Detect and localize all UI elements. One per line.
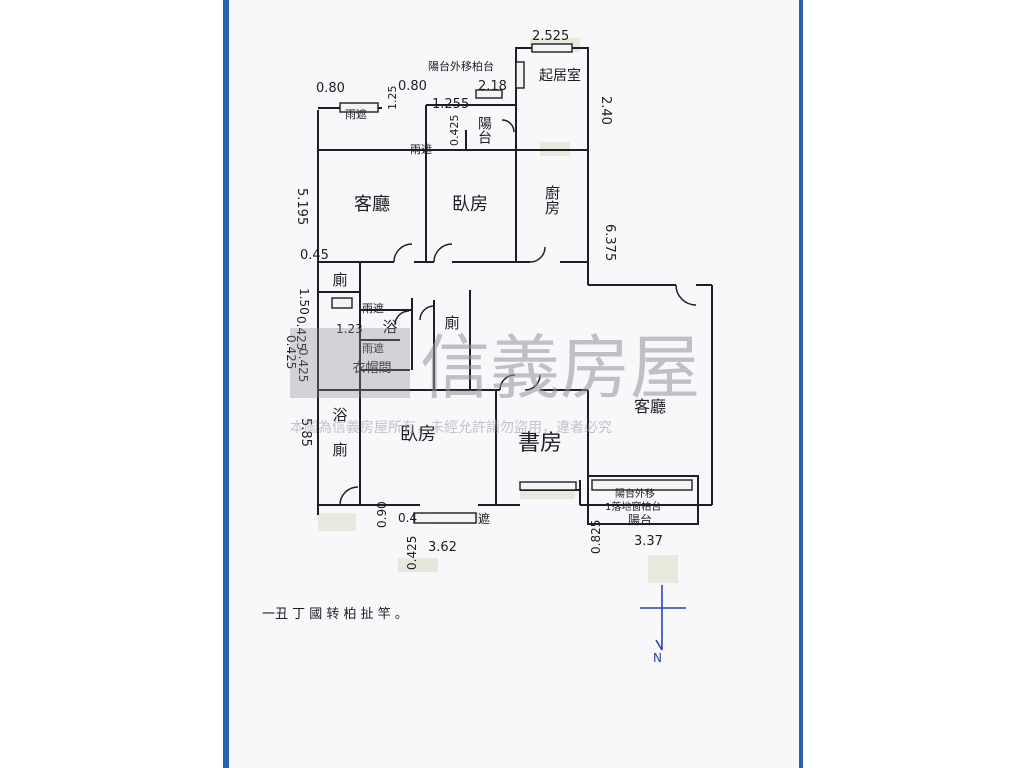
watermark-logo-icon bbox=[290, 328, 410, 398]
walls bbox=[317, 47, 713, 525]
north-label: N bbox=[653, 651, 662, 665]
dimension-label: 0.45 bbox=[300, 248, 329, 263]
north-arrow-icon bbox=[640, 585, 686, 651]
dimension-label: 0.425 bbox=[284, 335, 298, 369]
rain-shelter-note: 雨遮 bbox=[362, 341, 384, 355]
dimension-label: 5.85 bbox=[298, 418, 313, 447]
footer-note: 一丑 丁 國 转 柏 扯 竿 。 bbox=[262, 606, 408, 622]
rain-shelter-note: 雨遮 bbox=[345, 107, 367, 121]
dimension-label: 5.195 bbox=[294, 188, 309, 225]
room-label: 陽台 bbox=[476, 116, 492, 144]
room-label: 臥房 bbox=[400, 424, 436, 445]
dimension-label: 1.255 bbox=[432, 97, 469, 112]
dimension-label: 0.80 bbox=[398, 79, 427, 94]
room-label: 衣帽間 bbox=[352, 360, 391, 376]
balcony-note: 陽台外移 bbox=[615, 487, 655, 500]
dimension-label: 0.425 bbox=[296, 348, 310, 382]
dimension-label: 1.25 bbox=[386, 86, 399, 111]
dimension-label: 0.90 bbox=[375, 501, 389, 528]
room-label: 廁 bbox=[444, 314, 459, 332]
dimension-label: 6.375 bbox=[602, 224, 617, 261]
room-label: 臥房 bbox=[452, 194, 488, 215]
room-label: 廁 bbox=[332, 271, 347, 289]
dimension-label: 0.80 bbox=[316, 81, 345, 96]
dimension-label: 0.4 bbox=[398, 511, 417, 525]
watermark: 信義房屋 本圖為信義房屋所有，未經允許請勿盜用，違者必究 bbox=[290, 327, 700, 436]
balcony-note: 1落地窗柏台 bbox=[605, 500, 661, 513]
balcony-note: 陽台外移柏台 bbox=[428, 59, 494, 73]
windows bbox=[331, 43, 693, 524]
dimension-label: 3.62 bbox=[428, 540, 457, 555]
room-label: 書房 bbox=[518, 431, 562, 456]
dimension-label: 2.18 bbox=[478, 79, 507, 94]
room-label: 客廳 bbox=[354, 194, 390, 215]
room-label: 廁 bbox=[332, 441, 347, 459]
dimension-label: 3.37 bbox=[634, 534, 663, 549]
room-label: 陽台 bbox=[628, 512, 652, 527]
dimension-label: 2.40 bbox=[598, 96, 613, 125]
dimension-label: 1.50 bbox=[297, 288, 311, 315]
watermark-brand: 信義房屋 bbox=[420, 327, 700, 409]
dimension-label: 0.825 bbox=[589, 520, 603, 554]
room-label: 浴 bbox=[382, 318, 397, 336]
room-label: 起居室 bbox=[539, 67, 581, 84]
door-swings bbox=[339, 119, 697, 506]
room-label: 浴 bbox=[332, 406, 347, 424]
room-label: 客廳 bbox=[634, 397, 666, 416]
rain-shelter-note: 雨遮 bbox=[362, 301, 384, 315]
rain-shelter-note: 遮 bbox=[478, 511, 490, 526]
dimension-label: 0.425 bbox=[405, 536, 419, 570]
dimension-label: 0.425 bbox=[294, 316, 308, 350]
dimension-label: 1.23 bbox=[336, 322, 363, 336]
dimension-label: 2.525 bbox=[532, 29, 569, 44]
room-label: 廚房 bbox=[543, 184, 561, 215]
dimension-label: 0.425 bbox=[448, 115, 461, 147]
rain-shelter-note: 雨遮 bbox=[410, 142, 432, 156]
watermark-notice: 本圖為信義房屋所有，未經允許請勿盜用，違者必究 bbox=[290, 419, 612, 436]
